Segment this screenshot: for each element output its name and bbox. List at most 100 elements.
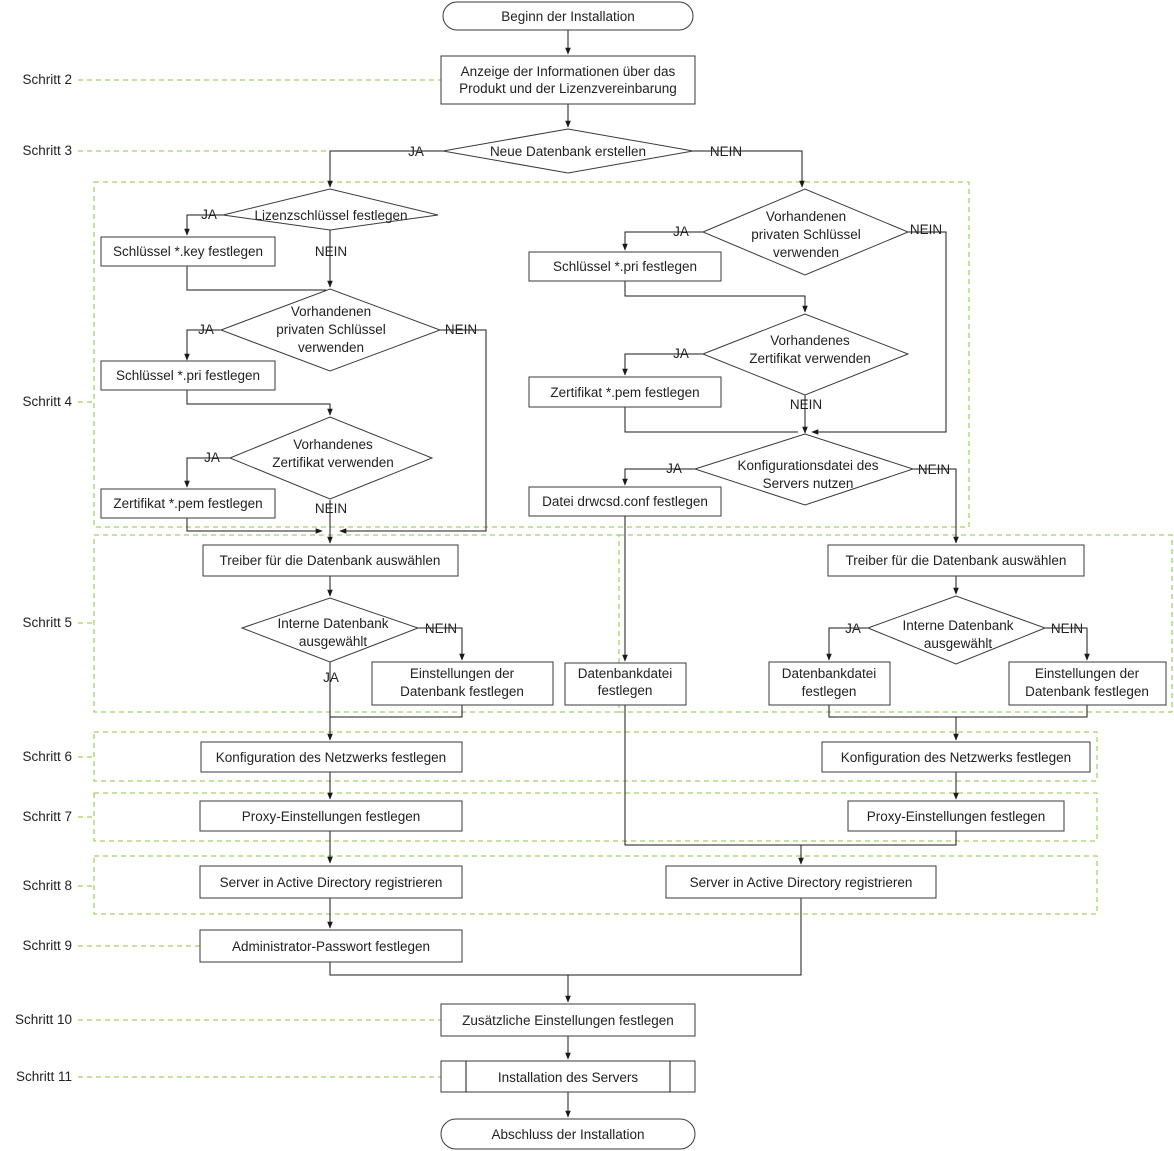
private-key-line-3: verwenden	[298, 340, 364, 355]
extra-settings-label: Zusätzliche Einstellungen festlegen	[462, 1013, 674, 1028]
connector	[184, 329, 221, 361]
connectors	[184, 30, 1090, 1118]
connector	[913, 468, 959, 544]
step-label-5: Schritt 5	[22, 615, 72, 630]
private-key-decision-right: Vorhandenen privaten Schlüssel verwenden…	[673, 188, 942, 276]
db-driver-box-left: Treiber für die Datenbank auswählen	[202, 544, 459, 577]
certificate-line-2: Zertifikat verwenden	[749, 351, 871, 366]
key-file-label: Schlüssel *.key festlegen	[113, 244, 263, 259]
network-box-left: Konfiguration des Netzwerks festlegen	[200, 741, 463, 773]
nodes: Beginn der Installation Anzeige der Info…	[100, 1, 1167, 1150]
no-label: NEIN	[910, 222, 942, 237]
no-label: NEIN	[710, 144, 742, 159]
db-file-line-2: festlegen	[598, 683, 653, 698]
yes-label: JA	[323, 670, 339, 685]
connector	[811, 231, 947, 435]
connector	[186, 266, 326, 291]
db-settings-line-2: Datenbank festlegen	[1025, 684, 1149, 699]
ad-label: Server in Active Directory registrieren	[220, 875, 443, 890]
pem-file-label: Zertifikat *.pem festlegen	[550, 385, 699, 400]
no-label: NEIN	[918, 462, 950, 477]
network-label: Konfiguration des Netzwerks festlegen	[841, 750, 1071, 765]
end-terminator: Abschluss der Installation	[440, 1118, 696, 1150]
yes-label: JA	[673, 346, 689, 361]
install-server-label: Installation des Servers	[498, 1070, 639, 1085]
db-settings-box-right: Einstellungen der Datenbank festlegen	[1008, 661, 1167, 706]
internal-db-line-2: ausgewählt	[924, 636, 993, 651]
step-label-4: Schritt 4	[22, 394, 72, 409]
product-info-line-2: Produkt und der Lizenzvereinbarung	[459, 81, 677, 96]
region-step-7	[93, 792, 1098, 842]
private-key-line-1: Vorhandenen	[766, 209, 846, 224]
connector	[693, 150, 805, 188]
private-key-line-1: Vorhandenen	[291, 304, 371, 319]
step-label-7: Schritt 7	[22, 809, 72, 824]
step-labels: Schritt 2 Schritt 3 Schritt 4 Schritt 5 …	[15, 72, 441, 1084]
pri-file-label: Schlüssel *.pri festlegen	[553, 259, 697, 274]
connector	[624, 281, 808, 313]
connector	[826, 627, 868, 661]
no-label: NEIN	[445, 322, 477, 337]
product-info-box: Anzeige der Informationen über das Produ…	[440, 55, 696, 105]
proxy-label: Proxy-Einstellungen festlegen	[242, 809, 421, 824]
start-terminator: Beginn der Installation	[442, 1, 694, 31]
connector	[1045, 627, 1090, 661]
new-database-decision: Neue Datenbank erstellen JA NEIN	[408, 128, 742, 174]
ad-box-left: Server in Active Directory registrieren	[199, 865, 463, 899]
no-label: NEIN	[425, 621, 457, 636]
pri-file-box-right: Schlüssel *.pri festlegen	[528, 251, 722, 282]
db-file-box-middle: Datenbankdatei festlegen	[564, 662, 687, 706]
region-step-5-right	[618, 534, 1173, 713]
db-driver-label: Treiber für die Datenbank auswählen	[846, 553, 1067, 568]
step-label-2: Schritt 2	[22, 72, 72, 87]
no-label: NEIN	[1051, 621, 1083, 636]
connector	[184, 457, 230, 488]
no-label: NEIN	[315, 501, 347, 516]
admin-password-label: Administrator-Passwort festlegen	[232, 939, 430, 954]
region-step-4	[93, 181, 970, 528]
internal-db-line-1: Interne Datenbank	[902, 618, 1013, 633]
license-key-label: Lizenzschlüssel festlegen	[254, 208, 407, 223]
proxy-label: Proxy-Einstellungen festlegen	[867, 809, 1046, 824]
step-label-9: Schritt 9	[22, 938, 72, 953]
connector	[186, 390, 333, 416]
internal-db-decision-right: Interne Datenbank ausgewählt JA NEIN	[845, 595, 1083, 665]
connector	[329, 962, 568, 976]
pem-file-box-right: Zertifikat *.pem festlegen	[528, 376, 722, 408]
db-file-line-2: festlegen	[802, 684, 857, 699]
connector	[327, 150, 443, 188]
internal-db-line-2: ausgewählt	[299, 634, 368, 649]
db-settings-line-1: Einstellungen der	[1035, 666, 1140, 681]
admin-password-box: Administrator-Passwort festlegen	[199, 929, 463, 963]
product-info-line-1: Anzeige der Informationen über das	[461, 64, 676, 79]
connector	[801, 831, 957, 846]
network-label: Konfiguration des Netzwerks festlegen	[216, 750, 446, 765]
step-label-3: Schritt 3	[22, 143, 72, 158]
certificate-decision-right: Vorhandenes Zertifikat verwenden JA NEIN	[673, 313, 910, 412]
network-box-right: Konfiguration des Netzwerks festlegen	[821, 741, 1091, 773]
yes-label: JA	[204, 450, 220, 465]
connector	[330, 705, 463, 718]
start-label: Beginn der Installation	[501, 9, 635, 24]
region-step-8	[93, 855, 1098, 915]
db-file-line-1: Datenbankdatei	[578, 666, 673, 681]
step-label-8: Schritt 8	[22, 878, 72, 893]
yes-label: JA	[673, 224, 689, 239]
db-settings-line-2: Datenbank festlegen	[400, 684, 524, 699]
conf-file-label: Datei drwcsd.conf festlegen	[542, 494, 708, 509]
proxy-box-right: Proxy-Einstellungen festlegen	[847, 800, 1065, 832]
step-regions	[93, 181, 1173, 915]
db-driver-box-right: Treiber für die Datenbank auswählen	[827, 544, 1085, 577]
certificate-line-1: Vorhandenes	[770, 333, 850, 348]
config-file-line-2: Servers nutzen	[763, 476, 854, 491]
no-label: NEIN	[315, 244, 347, 259]
region-step-6	[93, 731, 1098, 782]
internal-db-decision-left: Interne Datenbank ausgewählt NEIN JA	[240, 597, 457, 685]
end-label: Abschluss der Installation	[491, 1127, 644, 1142]
ad-label: Server in Active Directory registrieren	[690, 875, 913, 890]
extra-settings-box: Zusätzliche Einstellungen festlegen	[440, 1003, 696, 1037]
config-file-decision: Konfigurationsdatei des Servers nutzen J…	[666, 433, 950, 506]
connector	[418, 627, 465, 661]
pri-file-label: Schlüssel *.pri festlegen	[116, 368, 260, 383]
